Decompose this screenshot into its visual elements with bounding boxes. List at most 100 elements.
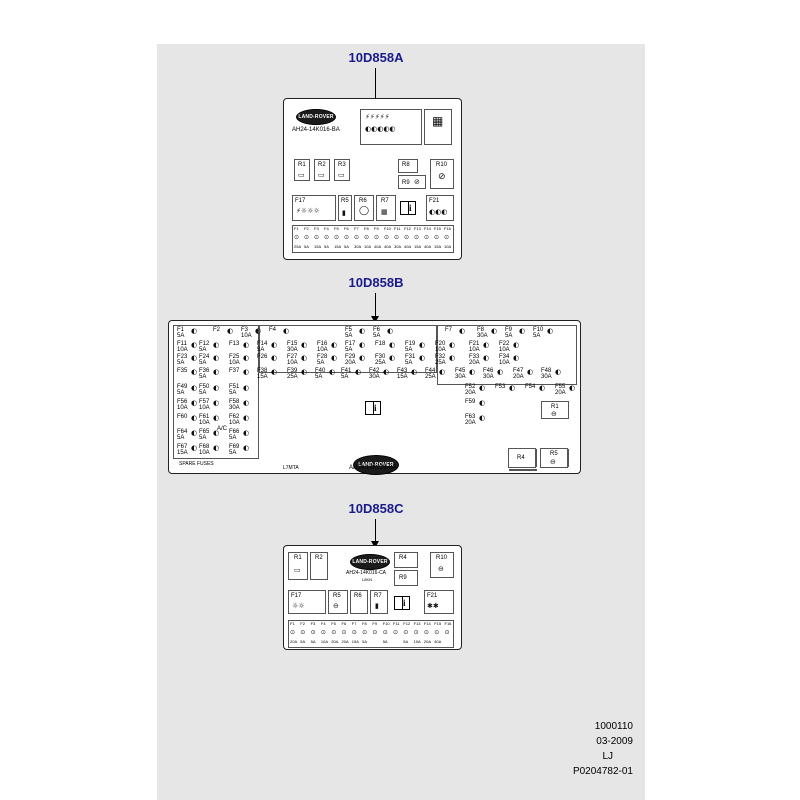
fuse-number: F3	[310, 621, 316, 626]
fuse-number: F11	[393, 621, 400, 626]
fuse-number: F58	[229, 399, 240, 405]
fuse-number: F16	[444, 621, 452, 626]
fuse-number: F3	[241, 327, 249, 333]
fuse-function-icon: ⊙	[393, 629, 399, 636]
fuse-function-icon: ◐	[301, 341, 308, 349]
fuse-function-icon: ◐	[359, 341, 366, 349]
fuse-function-icon: ◐	[213, 354, 220, 362]
fuse-function-icon: ◐	[191, 444, 198, 452]
fuse-label: F17	[291, 593, 302, 599]
fuse-amperage: 5A	[403, 639, 409, 644]
leader-line-c	[375, 519, 376, 543]
fuse-amperage: 15A	[177, 450, 188, 456]
manual-book-icon: i	[400, 201, 416, 215]
fuse-amperage: 20A	[513, 374, 524, 380]
fuse-amperage: 5A	[341, 374, 349, 380]
fuse-function-icon: ⊙	[331, 629, 337, 636]
fuse-number: F37	[229, 368, 240, 374]
fuse-number: F9	[505, 327, 513, 333]
relay-label: R9	[402, 180, 410, 186]
relay-symbol-icon: ⊖	[550, 458, 556, 466]
logo-text: LAND-ROVER	[358, 462, 394, 468]
fuse-amperage: 10A	[499, 347, 510, 353]
fuse-number: F6	[373, 327, 381, 333]
fuse-number: F17	[345, 341, 356, 347]
fuse-number: F3	[314, 226, 319, 231]
fuse-amperage: 5A	[177, 360, 185, 366]
fuse-function-icon: ◐	[539, 384, 546, 392]
arrowhead-c-icon	[371, 541, 379, 548]
relay-r5-b: R5 ⊖	[540, 448, 568, 468]
fuse-label: F17	[295, 198, 306, 204]
fuse-function-icon: ◐	[191, 341, 198, 349]
relay-r9-c: R9	[394, 570, 418, 586]
fuse-number: F10	[533, 327, 544, 333]
relay-r4-c: R4	[394, 552, 418, 568]
fuse-amperage: 20A	[290, 639, 298, 644]
fuse-number: F51	[229, 384, 240, 390]
relay-label: R6	[354, 593, 362, 599]
fuse-number: F69	[229, 444, 240, 450]
fuse-number: F49	[177, 384, 188, 390]
fuse-function-icon: ◐	[509, 384, 516, 392]
top-fuse-strip-a: ⚡⚡⚡⚡⚡ ◐◐◐◐◐	[360, 109, 422, 145]
fuse-number: F20	[435, 341, 446, 347]
relay-label: R1	[294, 555, 302, 561]
relay-label: R8	[402, 162, 410, 168]
fuse-number: F9	[374, 226, 379, 231]
fuse-function-icon: ◐	[243, 384, 250, 392]
arrowhead-b-icon	[371, 316, 379, 323]
fuse-function-icon: ◐	[411, 368, 418, 376]
fuse-amperage: 5A	[310, 639, 316, 644]
relay-r4-b: R4	[508, 448, 536, 468]
fuse-number: F47	[513, 368, 524, 374]
fuse-amperage: 5A	[315, 374, 323, 380]
fuse-function-icon: ◐	[497, 368, 504, 376]
fuse-amperage: 5A	[533, 333, 541, 339]
fuse-function-icon: ⊙	[434, 629, 440, 636]
relay-r5-c: R5 ⊖	[328, 590, 348, 614]
fuse-function-icon: ◐	[191, 429, 198, 437]
fuse-number: F1	[177, 327, 185, 333]
fuse-amperage: 20A	[331, 639, 339, 644]
fuse-number: F33	[469, 354, 480, 360]
fuse-panel-a: LAND-ROVER AH24-14K016-BA ⚡⚡⚡⚡⚡ ◐◐◐◐◐ ▦ …	[283, 98, 462, 260]
fuse-function-icon: ⊙	[404, 234, 410, 241]
relay-label: R1	[551, 404, 559, 410]
fuse-function-icon: ⊙	[413, 629, 419, 636]
fuse-function-icon: ◐	[271, 354, 278, 362]
fuse-function-icon: ◐	[331, 354, 338, 362]
fuse-function-icon: ◐	[213, 384, 220, 392]
fuse-function-icon: ◐	[243, 399, 250, 407]
part-code-b: AH24-14K016-BA	[349, 465, 397, 471]
fuse-function-icon: ⊙	[324, 234, 330, 241]
fuse-number: F12	[199, 341, 210, 347]
fuse-amperage: 10A	[469, 347, 480, 353]
fuse-amperage: 5A	[229, 450, 237, 456]
relay-label: R10	[436, 162, 448, 168]
fuse-function-icon: ⊙	[354, 234, 360, 241]
leader-line-a	[375, 68, 376, 100]
fuse-symbols-icon: ⚡⚡⚡⚡⚡	[365, 113, 390, 121]
fuse-number: F48	[541, 368, 552, 374]
fuse-number: F5	[334, 226, 339, 231]
relay-label: R10	[436, 555, 448, 561]
relay-r10-a: R10 ⊘	[430, 159, 454, 189]
fuse-amperage: 5A	[373, 333, 381, 339]
fuse-function-icon: ◐	[387, 327, 394, 335]
fuse-number: F23	[177, 354, 188, 360]
fuse-function-icon: ⊙	[414, 234, 420, 241]
fuse-function-icon: ⊙	[424, 234, 430, 241]
reference-number: 1000110	[594, 721, 633, 732]
fuse-amperage: 40A	[374, 244, 382, 249]
fuse-number: F43	[397, 368, 408, 374]
right-fuse-block-a: F21 ◐◐◐	[426, 195, 454, 221]
fuse-function-icon: ◐	[439, 368, 446, 376]
fuse-function-icon: ◐	[459, 327, 466, 335]
fuse-function-icon: ◐	[243, 341, 250, 349]
fuse-number: F2	[213, 327, 221, 333]
fuse-function-icon: ◐	[301, 368, 308, 376]
fuse-number: F64	[177, 429, 188, 435]
fuse-number: F8	[364, 226, 369, 231]
fuse-function-icon: ◐	[191, 399, 198, 407]
